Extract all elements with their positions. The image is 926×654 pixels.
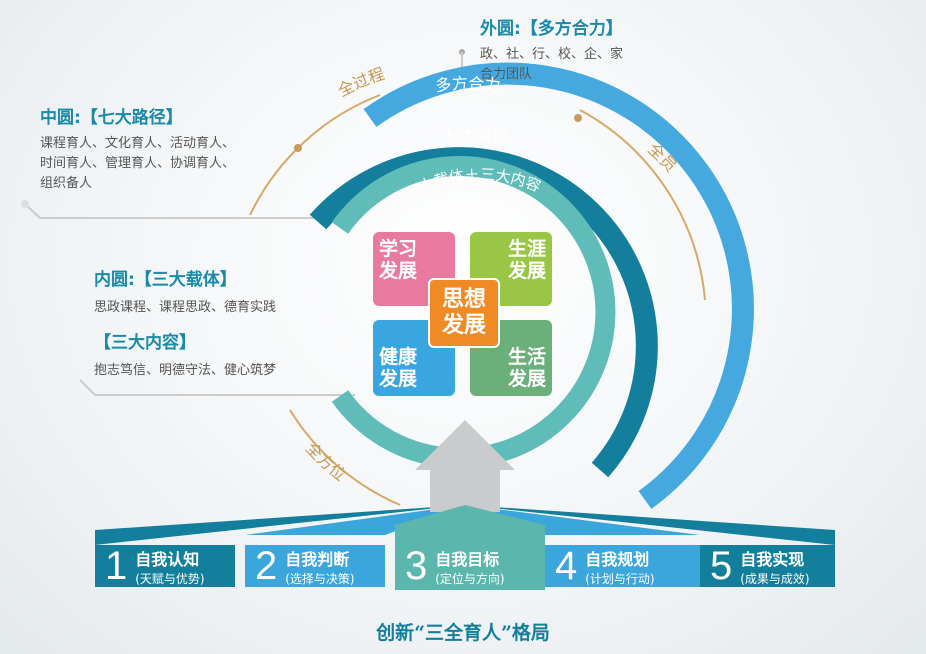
outer-circle-note: 外圆:【多方合力】 政、社、行、校、企、家 合力团队: [480, 19, 624, 82]
outer-ring: [363, 62, 754, 509]
up-arrow: [415, 420, 515, 512]
process-ring-arc: [249, 94, 381, 216]
direction-label: 全方位: [302, 439, 350, 485]
inner-circle-note: 内圆:【三大载体】 思政课程、课程思政、德育实践 【三大内容】 抱志笃信、明德守…: [94, 270, 277, 378]
staff-ring-arc: [579, 109, 706, 301]
middle-circle-note: 中圆:【七大路径】 课程育人、文化育人、活动育人、 时间育人、管理育人、协调育人…: [40, 108, 236, 191]
study-development: 学习发展: [373, 232, 455, 306]
direction-ring-arc: [289, 409, 401, 506]
thought-development: 思想发展: [428, 278, 500, 348]
middle-ring: [309, 147, 658, 478]
caption: 创新“三全育人”格局: [376, 622, 550, 644]
svg-text:七大路径: 七大路径: [442, 125, 510, 147]
middle-ring-label: 七大路径: [442, 125, 510, 147]
svg-text:全方位: 全方位: [302, 439, 350, 485]
